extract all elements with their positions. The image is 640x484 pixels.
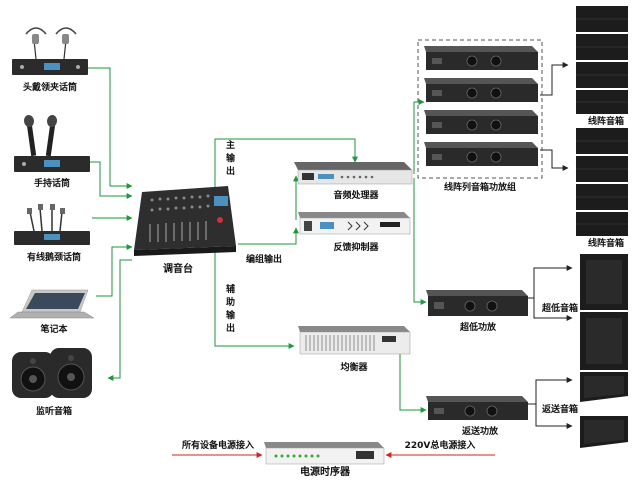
line-laptop-to-mixer bbox=[96, 244, 133, 297]
label-aux-out: 辅助输出 bbox=[226, 283, 236, 334]
line-sub-amp-to-sub-bottom bbox=[533, 298, 573, 321]
amp-unit-4 bbox=[424, 142, 538, 166]
label-power-sequencer: 电源时序器 bbox=[300, 465, 351, 478]
label-gooseneck-mic: 有线鹅颈话筒 bbox=[27, 251, 81, 263]
line-handheld-to-mixer bbox=[88, 161, 133, 199]
label-mains-power-in: 220V总电源接入 bbox=[405, 439, 476, 451]
line-array-speaker-top bbox=[576, 6, 628, 114]
line-processor-to-amp-group bbox=[413, 99, 425, 174]
return-amp bbox=[426, 396, 528, 420]
equalizer bbox=[298, 326, 411, 355]
label-laptop: 笔记本 bbox=[40, 323, 68, 335]
line-aux-out bbox=[214, 250, 295, 349]
return-speakers bbox=[580, 372, 628, 448]
label-line-array-speaker-bottom: 线阵音箱 bbox=[588, 237, 624, 249]
label-equalizer: 均衡器 bbox=[340, 361, 368, 373]
mixer bbox=[134, 186, 236, 256]
handheld-mic-receiver bbox=[14, 115, 90, 172]
line-amp-group-to-array-bottom bbox=[540, 149, 569, 171]
label-group-out: 编组输出 bbox=[246, 253, 282, 265]
line-sub-amp-to-sub-top bbox=[528, 265, 573, 299]
amp-unit-3 bbox=[424, 110, 538, 134]
label-handheld-mic: 手持话筒 bbox=[34, 177, 70, 189]
label-audio-processor: 音频处理器 bbox=[333, 189, 379, 201]
speaker-lines bbox=[528, 62, 573, 429]
label-sub-amp: 超低功放 bbox=[459, 321, 497, 333]
subwoofers bbox=[580, 254, 628, 370]
label-mixer: 调音台 bbox=[163, 262, 193, 275]
line-main-out bbox=[214, 138, 358, 192]
label-return-amp: 返送功放 bbox=[462, 425, 499, 437]
label-headset-mic: 头戴领夹话筒 bbox=[23, 81, 77, 93]
line-processor-to-sub-amp bbox=[413, 178, 427, 305]
line-array-speaker-bottom bbox=[576, 128, 628, 236]
audio-processor bbox=[294, 162, 413, 185]
line-return-amp-to-return-bottom bbox=[535, 404, 573, 429]
label-subwoofer: 超低音箱 bbox=[541, 302, 578, 314]
gooseneck-mic-receiver bbox=[14, 204, 90, 245]
amp-unit-2 bbox=[424, 78, 538, 102]
line-return-amp-to-return-top bbox=[528, 377, 573, 405]
line-monitor-from-mixer bbox=[107, 259, 132, 381]
signal-lines bbox=[88, 67, 427, 413]
monitor-speakers bbox=[12, 348, 92, 398]
line-amp-group-to-array-top bbox=[540, 62, 569, 96]
amp-unit-1 bbox=[424, 46, 538, 70]
line-headset-to-mixer bbox=[88, 67, 133, 189]
feedback-suppressor bbox=[298, 212, 411, 235]
laptop bbox=[9, 289, 95, 319]
label-return-speaker: 返送音箱 bbox=[542, 403, 578, 415]
label-line-array-speaker-top: 线阵音箱 bbox=[588, 115, 624, 127]
label-line-array-amp-group: 线阵列音箱功放组 bbox=[444, 181, 516, 193]
headset-mic-receiver bbox=[12, 27, 88, 75]
label-feedback-suppressor: 反馈抑制器 bbox=[333, 241, 379, 253]
line-group-out bbox=[238, 227, 299, 245]
power-sequencer bbox=[264, 442, 385, 465]
line-eq-to-return-amp bbox=[399, 352, 427, 413]
label-main-out: 主输出 bbox=[226, 139, 236, 177]
sub-amp bbox=[426, 290, 528, 316]
label-monitor-speaker: 监听音箱 bbox=[36, 405, 72, 417]
label-all-power-in: 所有设备电源接入 bbox=[182, 439, 254, 451]
line-array-amp-group bbox=[417, 39, 543, 179]
